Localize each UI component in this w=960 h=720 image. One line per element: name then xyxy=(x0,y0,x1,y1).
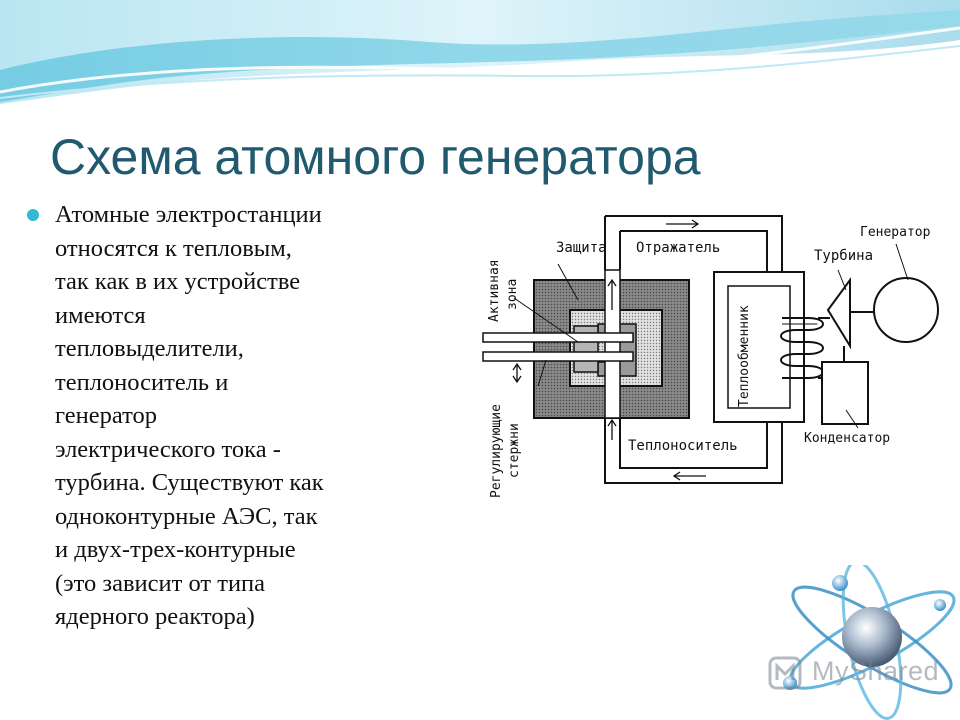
watermark-logo-icon xyxy=(768,656,802,690)
rod-motion-arrow xyxy=(512,362,522,384)
label-protection: Защита xyxy=(556,240,607,256)
leader-turbine xyxy=(837,269,847,291)
body-line: (это зависит от типа xyxy=(55,569,266,597)
label-rods-line2: стержни xyxy=(507,423,522,478)
watermark-text: MyShared xyxy=(812,656,940,686)
leader-active-zone xyxy=(513,297,579,343)
control-rod-bottom xyxy=(482,351,634,362)
body-line: относятся к тепловым, xyxy=(55,234,292,262)
label-active-zone-line1: Активная xyxy=(487,259,502,322)
body-line: теплоноситель и xyxy=(55,368,229,396)
label-active-zone-line2: зона xyxy=(505,279,520,310)
reactor-coolant-channel xyxy=(604,269,621,419)
label-reflector: Отражатель xyxy=(636,240,720,256)
slide-title: Схема атомного генератора xyxy=(50,129,701,185)
pipe-inner-bottom xyxy=(619,390,768,469)
label-rods-line1: Регулирующие xyxy=(489,404,504,498)
pipe-outer-bottom xyxy=(604,390,783,484)
flow-arrow-bottom xyxy=(672,471,706,481)
body-line: турбина. Существуют как xyxy=(55,469,324,496)
leader-condenser xyxy=(845,409,859,429)
body-line: и двух-трех-контурные xyxy=(55,536,296,563)
leader-generator xyxy=(895,243,909,281)
body-line: ядерного реактора) xyxy=(55,603,255,630)
label-turbine: Турбина xyxy=(814,248,873,264)
control-rod-top xyxy=(482,332,634,343)
body-line: одноконтурные АЭС, так xyxy=(55,502,318,530)
label-coolant: Теплоноситель xyxy=(628,438,738,454)
body-line: электрического тока - xyxy=(55,435,281,463)
generator-circle xyxy=(873,277,939,343)
body-line: так как в их устройстве xyxy=(55,268,301,295)
body-text: Атомные электростанции относятся к тепло… xyxy=(55,198,455,634)
header-wave-decoration xyxy=(0,0,960,104)
condenser-box xyxy=(821,361,869,425)
label-heat-exchanger: Теплообменник xyxy=(737,305,752,407)
body-line: Атомные электростанции xyxy=(55,201,322,228)
leader-protection xyxy=(557,263,579,301)
leader-rods xyxy=(537,359,547,387)
heat-exchanger-inner xyxy=(727,285,791,409)
body-line: тепловыделители, xyxy=(55,335,244,362)
bullet-marker xyxy=(27,209,39,221)
nuclear-generator-diagram: Защита Отражатель Теплоноситель Турбина … xyxy=(478,210,950,510)
body-line: имеются xyxy=(55,301,146,329)
label-condenser: Конденсатор xyxy=(804,431,890,446)
flow-arrow-top xyxy=(666,219,700,229)
body-line: генератор xyxy=(55,402,157,429)
atom-icon xyxy=(783,565,956,720)
flow-arrow-reactor-up xyxy=(607,278,617,310)
flow-arrow-return xyxy=(607,418,617,440)
label-generator: Генератор xyxy=(860,225,931,240)
heat-exchanger-coil xyxy=(780,317,824,379)
pipe-outer-top xyxy=(605,215,783,298)
